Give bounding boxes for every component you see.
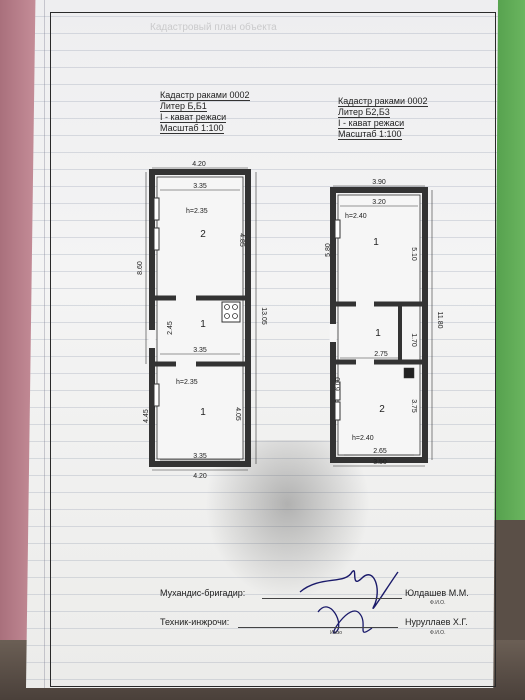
engineer-signature-line [262, 598, 402, 599]
right-window-2 [334, 381, 341, 401]
left-dim-room1-right: 4.05 [234, 407, 241, 421]
right-litera: Литер Б2,Б3 [338, 107, 390, 118]
left-height-room2: h=2.35 [186, 208, 208, 215]
left-litera: Литер Б,Б1 [160, 101, 207, 112]
stove-icon [221, 301, 241, 323]
left-dim-left-lower: 4.45 [143, 409, 150, 423]
technician-imzo-caption: Имзо [330, 630, 342, 636]
engineer-label: Мухандис-бригадир: [160, 588, 246, 598]
right-dim-corridor-right: 1.70 [410, 333, 417, 347]
technician-label: Техник-инжрочи: [160, 617, 230, 627]
right-dim-top-inner: 3.20 [372, 199, 386, 206]
left-dim-room2-right: 4.85 [238, 233, 245, 247]
right-dim-left-upper: 5.80 [325, 243, 332, 257]
right-cadastre-number: Кадастр раками 0002 [338, 96, 428, 107]
left-plan-header: Кадастр раками 0002 Литер Б,Б1 I - кават… [160, 90, 250, 134]
right-dim-bottom-outer: 3.50 [373, 459, 387, 466]
margin-line [44, 0, 45, 688]
right-dim-bottom-inner: 2.65 [373, 448, 387, 455]
left-dim-total: 13.05 [260, 307, 267, 325]
left-dim-left-upper: 8.60 [137, 261, 144, 275]
right-dim-left-lower: 6.00 [335, 377, 342, 391]
ghost-heading: Кадастровый план объекта [150, 22, 277, 33]
left-cadastre-number: Кадастр раками 0002 [160, 90, 250, 101]
technician-signature-icon [317, 606, 373, 634]
right-dim-room1-right: 5.10 [410, 247, 417, 261]
left-dim-bottom-outer: 4.20 [193, 473, 207, 480]
left-scale: Масштаб 1:100 [160, 123, 224, 134]
right-height-room2: h=2.40 [352, 435, 374, 442]
right-room-number-1b: 1 [375, 328, 381, 339]
left-dim-top-outer: 4.20 [192, 161, 206, 168]
left-outer-wall [149, 169, 251, 467]
technician-signature-line [238, 627, 398, 628]
right-dim-top-outer: 3.90 [372, 179, 386, 186]
document-page [26, 0, 498, 688]
stove-burner-icon [232, 304, 238, 310]
technician-name: Нуруллаев Х.Г. [405, 617, 468, 627]
right-floor-plan-drawing [329, 185, 433, 467]
engineer-signature-icon [299, 570, 399, 609]
stove-burner-icon [224, 304, 230, 310]
left-floor-plan: I - кават режаси [160, 112, 227, 123]
right-dim-total: 11.80 [436, 312, 443, 329]
right-dim-room2-right: 3.75 [410, 399, 417, 413]
left-room-number-1b: 1 [200, 407, 206, 418]
left-floor-plan-drawing [145, 167, 257, 471]
stove-burner-icon [232, 313, 238, 319]
left-dim-corridor-width: 3.35 [193, 347, 207, 354]
left-dim-bottom-inner: 3.35 [193, 453, 207, 460]
left-room-number-1a: 1 [200, 319, 206, 330]
technician-fio-caption: Ф.И.О. [430, 630, 446, 636]
left-window-1 [153, 197, 160, 221]
left-height-room1: h=2.35 [176, 379, 198, 386]
right-scale: Масштаб 1:100 [338, 129, 402, 140]
boiler-icon [403, 367, 415, 379]
engineer-fio-caption: Ф.И.О. [430, 600, 446, 606]
right-plan-header: Кадастр раками 0002 Литер Б2,Б3 I - кава… [338, 96, 428, 140]
right-room-number-1a: 1 [373, 237, 379, 248]
right-inner-area [337, 194, 421, 456]
right-floor-plan: I - кават режаси [338, 118, 405, 129]
stove-burner-icon [224, 313, 230, 319]
left-dim-corridor-left: 2.45 [167, 321, 174, 335]
right-dim-corridor-width: 2.75 [374, 351, 388, 358]
right-room-number-2: 2 [379, 404, 385, 415]
engineer-name: Юлдашев М.М. [405, 588, 469, 598]
left-dim-top-inner: 3.35 [193, 183, 207, 190]
left-window-2 [153, 227, 160, 251]
left-room-number-2: 2 [200, 229, 206, 240]
right-window-1 [334, 219, 341, 239]
right-height-room1: h=2.40 [345, 213, 367, 220]
left-window-3 [153, 383, 160, 407]
page-frame [50, 12, 496, 687]
right-window-3 [334, 401, 341, 421]
